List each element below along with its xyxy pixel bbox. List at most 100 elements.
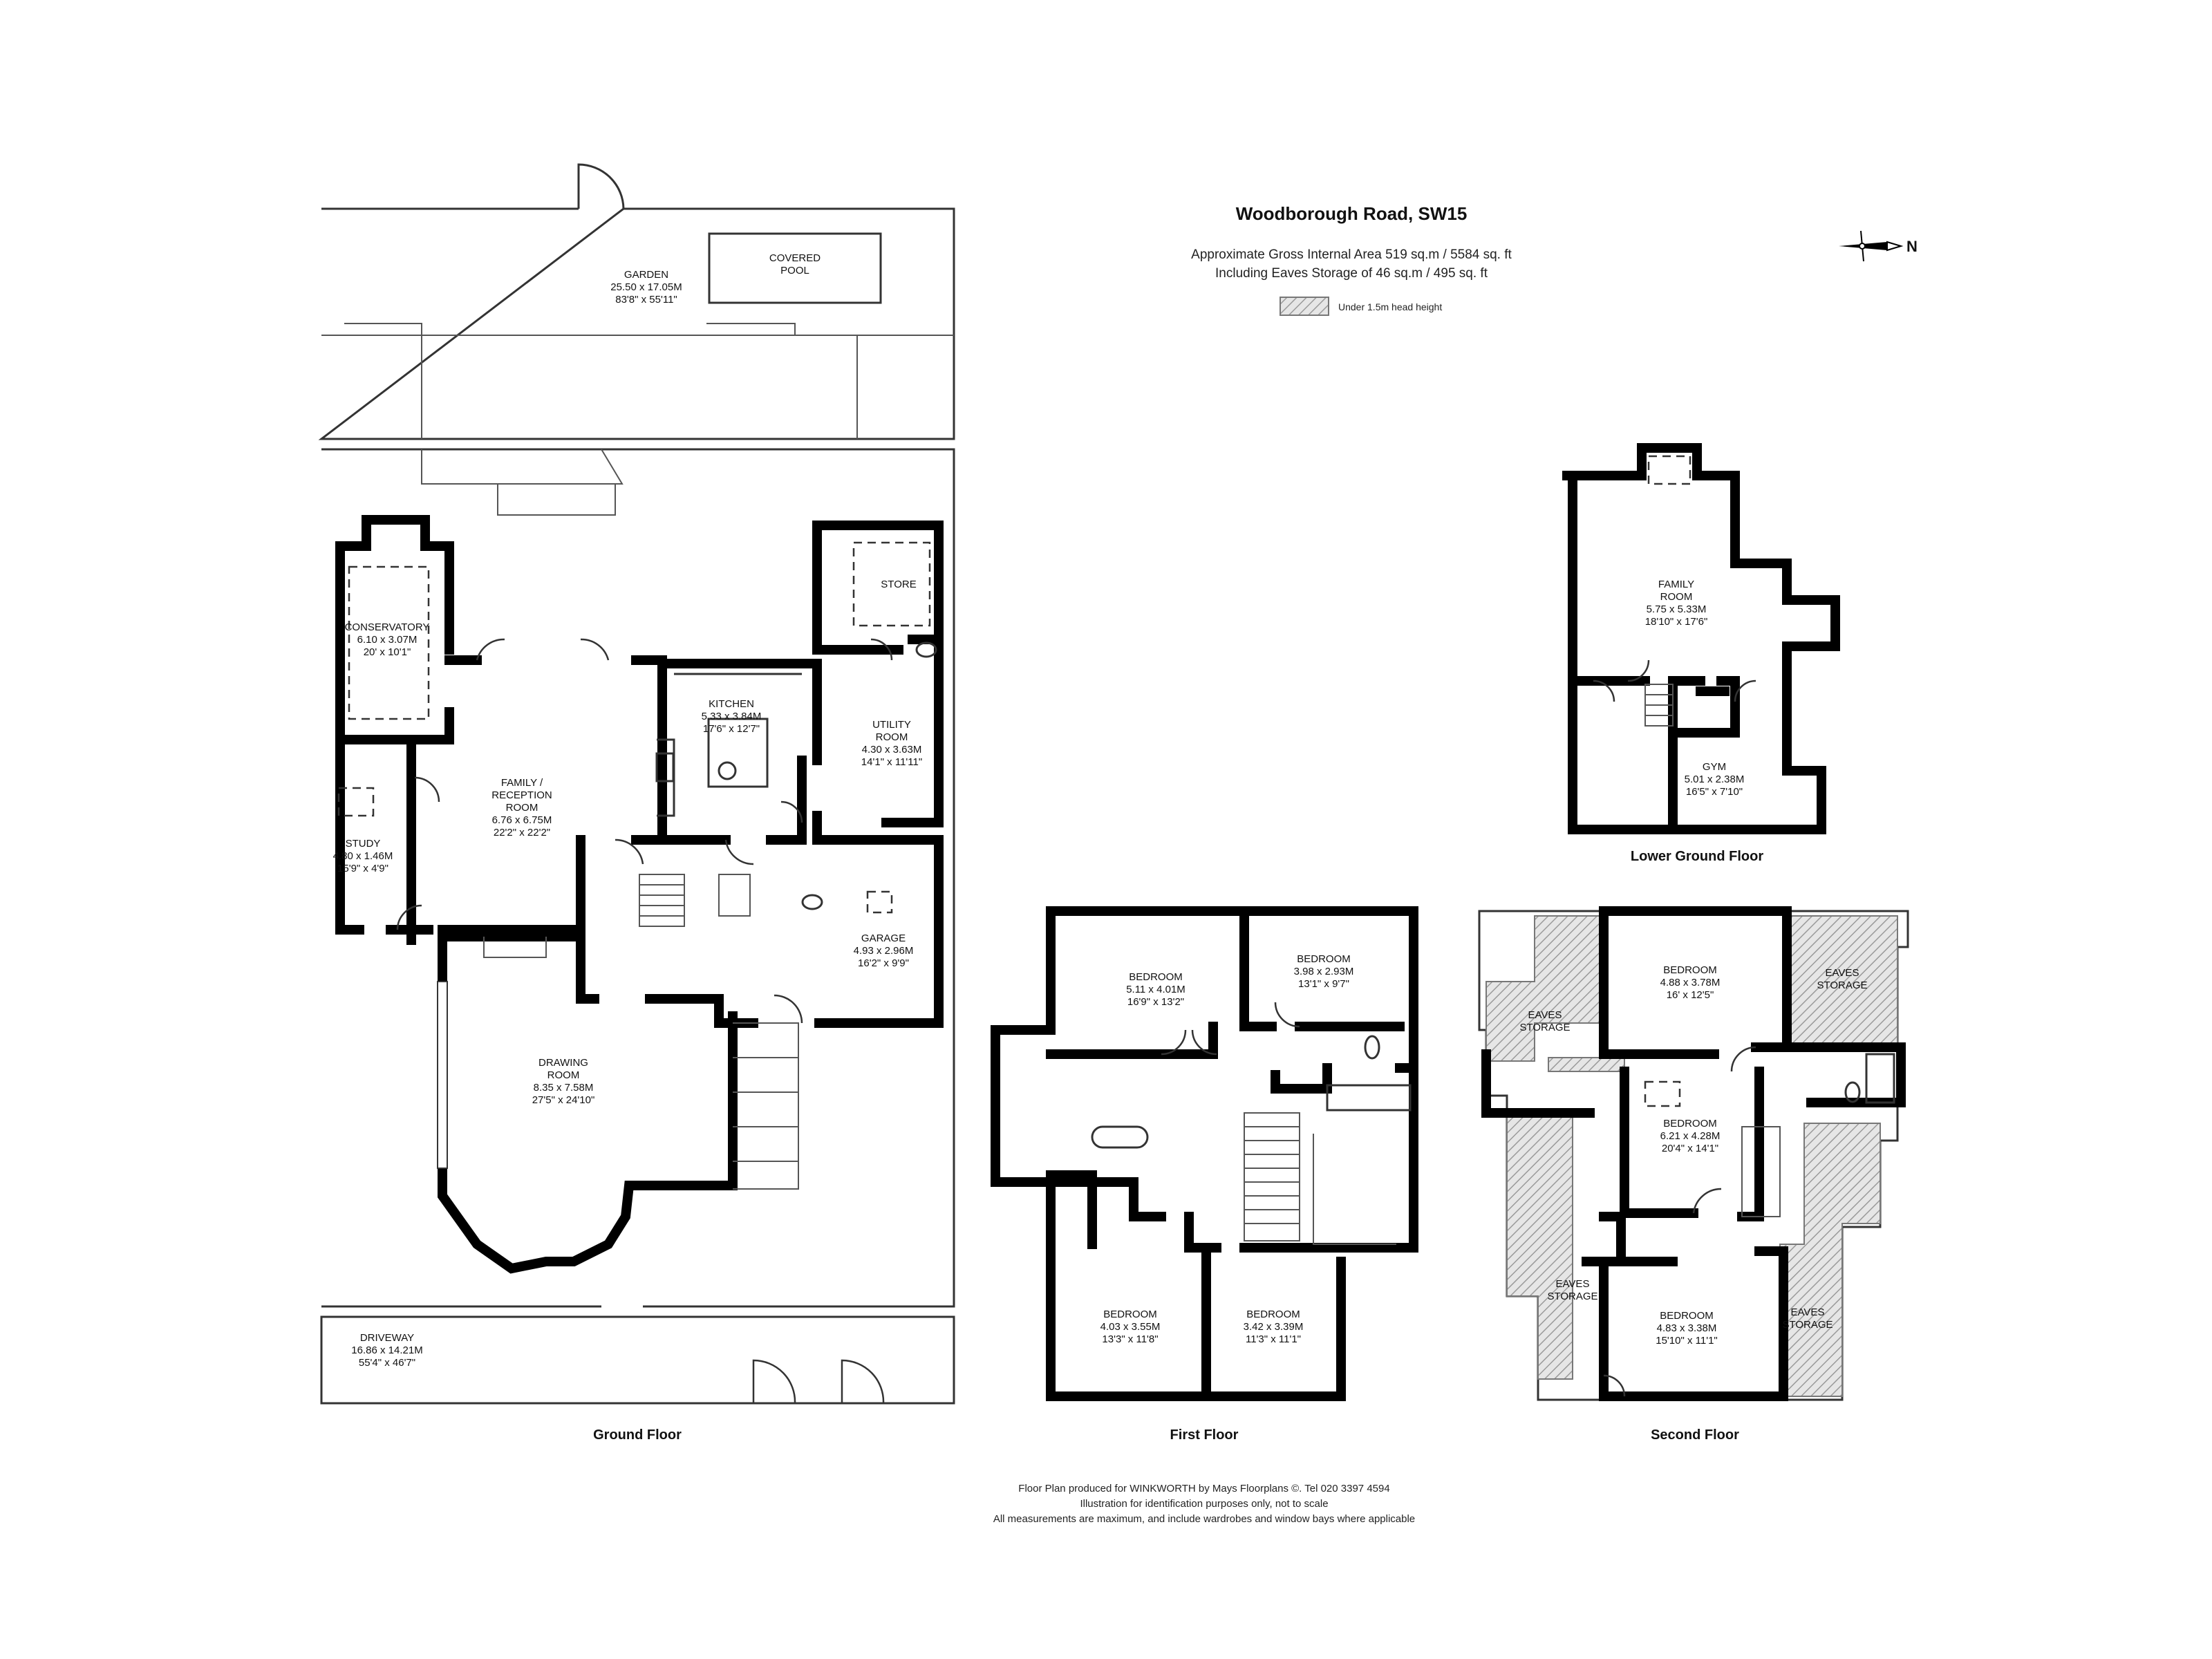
- footer-line-2: Illustration for identification purposes…: [1080, 1498, 1328, 1510]
- legend-label: Under 1.5m head height: [1338, 301, 1442, 312]
- covered-pool-outline: [708, 232, 882, 304]
- wc-walls: [1271, 1063, 1332, 1094]
- sf-bed1-walls: [1599, 906, 1792, 1059]
- pool-name-1: COVERED: [769, 252, 821, 264]
- label-drawing-room: DRAWING ROOM 8.35 x 7.58M 27'5" x 24'10": [532, 1057, 595, 1106]
- footer: Floor Plan produced for WINKWORTH by May…: [993, 1483, 1415, 1525]
- ff-bed4-imperial: 11'3" x 11'1": [1246, 1333, 1301, 1345]
- first-floor-outer-walls: [991, 906, 1418, 1401]
- ff-bath-icon: [1326, 1084, 1412, 1112]
- label-driveway: DRIVEWAY 16.86 x 14.21M 55'4" x 46'7": [351, 1332, 422, 1369]
- drawing-name-2: ROOM: [547, 1069, 580, 1081]
- lg-stairs: [1644, 684, 1674, 727]
- floor-title-lower-ground: Lower Ground Floor: [1631, 849, 1763, 864]
- garage-light: [866, 890, 893, 914]
- rear-terrace: [421, 449, 624, 516]
- eaves-2-name-2: STORAGE: [1817, 980, 1867, 991]
- floor-title-first: First Floor: [1170, 1427, 1239, 1443]
- gym-divider: [1668, 676, 1730, 834]
- steps: [344, 323, 796, 335]
- kitchen-units: [657, 673, 802, 817]
- sf-bed2-imperial: 20'4" x 14'1": [1662, 1143, 1718, 1154]
- first-floor-plan: [991, 906, 1418, 1401]
- study-metric: 4.80 x 1.46M: [333, 850, 393, 862]
- ff-bed1-name: BEDROOM: [1129, 971, 1183, 983]
- pool-name-2: POOL: [780, 265, 809, 276]
- ff-stairs: [1244, 1112, 1300, 1241]
- study-imperial: 15'9" x 4'9": [337, 863, 388, 874]
- lg-family-imperial: 18'10" x 17'6": [1645, 616, 1708, 628]
- store-wc-icon: [915, 641, 937, 658]
- side-stairs: [718, 874, 751, 917]
- garage-door: [774, 994, 803, 1024]
- reception-name-3: ROOM: [506, 802, 538, 814]
- compass-north-label: N: [1906, 238, 1918, 255]
- hall-doors: [615, 838, 754, 865]
- kitchen-side-walls: [766, 756, 822, 845]
- legend: Under 1.5m head height: [1280, 297, 1442, 316]
- sf-bed3-imperial: 15'10" x 11'1": [1656, 1335, 1718, 1347]
- garage-name: GARAGE: [861, 932, 906, 944]
- lg-rooflight: [1647, 455, 1691, 485]
- sf-bed1-metric: 4.88 x 3.78M: [1660, 977, 1721, 988]
- sf-landing-walls: [1481, 1049, 1595, 1118]
- label-garden: GARDEN 25.50 x 17.05M 83'8" x 55'11": [610, 269, 682, 306]
- ff-bed4-metric: 3.42 x 3.39M: [1244, 1321, 1304, 1333]
- bed2-walls: [1239, 906, 1405, 1031]
- floor-title-ground: Ground Floor: [593, 1427, 682, 1443]
- label-covered-pool: COVERED POOL: [769, 252, 821, 276]
- drawing-name-1: DRAWING: [538, 1057, 588, 1069]
- header: Woodborough Road, SW15 Approximate Gross…: [1191, 203, 1512, 281]
- eaves-storage-4: [1779, 1123, 1881, 1397]
- gym-imperial: 16'5" x 7'10": [1686, 786, 1743, 798]
- landing-rail: [1313, 1134, 1396, 1245]
- driveway-metric: 16.86 x 14.21M: [351, 1344, 422, 1356]
- kitchen-metric: 5.33 x 3.84M: [702, 711, 762, 722]
- eaves-storage-1: [1485, 915, 1608, 1062]
- driveway-imperial: 55'4" x 46'7": [359, 1357, 415, 1369]
- garden-metric: 25.50 x 17.05M: [610, 281, 682, 293]
- conservatory-roof-line: [348, 565, 430, 720]
- lg-family-name-1: FAMILY: [1658, 579, 1694, 590]
- reception-front-wall: [406, 925, 585, 945]
- utility-walls: [812, 635, 944, 827]
- label-store: STORE: [881, 579, 916, 590]
- island-sink-icon: [718, 761, 737, 780]
- eaves-4-name-1: EAVES: [1791, 1306, 1825, 1318]
- garden-gate: [577, 163, 625, 209]
- utility-imperial: 14'1" x 11'11": [861, 756, 922, 768]
- lower-ground-floor-plan: [1562, 443, 1840, 834]
- footer-line-1: Floor Plan produced for WINKWORTH by May…: [1018, 1483, 1389, 1494]
- sf-bed3-metric: 4.83 x 3.38M: [1657, 1322, 1717, 1334]
- eaves-1-name-1: EAVES: [1528, 1009, 1562, 1021]
- fireplace: [483, 937, 547, 958]
- ff-bed4-name: BEDROOM: [1246, 1309, 1300, 1320]
- utility-name-1: UTILITY: [872, 719, 911, 731]
- bathroom-walls: [1046, 1177, 1221, 1253]
- eaves-3-name-1: EAVES: [1556, 1278, 1590, 1290]
- drawing-room-window: [437, 981, 448, 1169]
- lg-family-name-2: ROOM: [1660, 591, 1693, 603]
- ff-bathtub-icon: [1091, 1125, 1149, 1149]
- ff-bed2-name: BEDROOM: [1297, 953, 1351, 965]
- site-boundary: [321, 448, 955, 1308]
- reception-doors: [396, 776, 440, 930]
- store-walls: [812, 521, 944, 655]
- sf-bed3-name: BEDROOM: [1660, 1310, 1714, 1322]
- conservatory-imperial: 20' x 10'1": [364, 646, 411, 658]
- utility-name-2: ROOM: [876, 731, 908, 743]
- conservatory-metric: 6.10 x 3.07M: [357, 634, 418, 646]
- area-line-1: Approximate Gross Internal Area 519 sq.m…: [1191, 247, 1512, 262]
- ff-toilet-icon: [1364, 1035, 1380, 1060]
- ff-bed2-imperial: 13'1" x 9'7": [1298, 978, 1349, 990]
- second-floor-plan: [1478, 906, 1909, 1401]
- garage-imperial: 16'2" x 9'9": [858, 957, 909, 969]
- ensuite-walls: [1046, 1170, 1097, 1249]
- reception-imperial: 22'2" x 22'2": [494, 827, 550, 838]
- drawing-imperial: 27'5" x 24'10": [532, 1094, 595, 1106]
- reception-name-2: RECEPTION: [491, 789, 552, 801]
- garage-metric: 4.93 x 2.96M: [854, 945, 914, 957]
- ff-bed1-metric: 5.11 x 4.01M: [1126, 984, 1185, 995]
- eaves-3-name-2: STORAGE: [1547, 1291, 1597, 1302]
- utility-metric: 4.30 x 3.63M: [862, 744, 922, 756]
